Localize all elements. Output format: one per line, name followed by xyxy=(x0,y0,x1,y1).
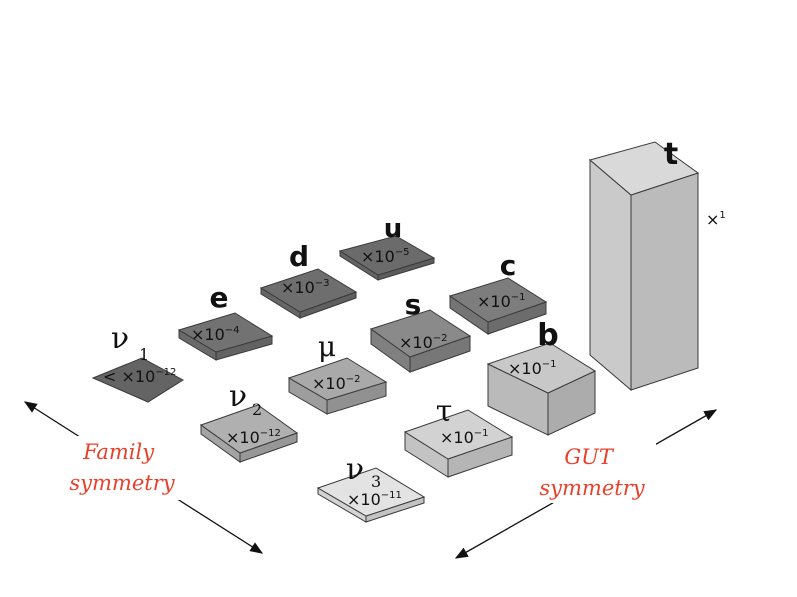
block-e: e ×10−4 xyxy=(177,281,274,361)
particle-label-subscript: 3 xyxy=(371,472,381,491)
mass-scale-label: ×10−1 xyxy=(508,359,557,378)
mass-scale-exponent: −2 xyxy=(433,333,448,344)
particle-label: c xyxy=(500,249,517,282)
particle-label-subscript: 1 xyxy=(139,345,149,364)
block-s: s ×10−2 xyxy=(369,288,472,373)
particle-label-subscript: 2 xyxy=(252,400,262,419)
particle-label: e xyxy=(210,281,229,314)
particle-label: b xyxy=(537,318,558,353)
gut-label-backdrop xyxy=(528,441,656,503)
family-symmetry-line1: Family xyxy=(82,440,155,464)
mass-scale-label: ×10−12 xyxy=(226,428,281,447)
particle-label: τ xyxy=(436,394,453,429)
mass-scale-exponent: −11 xyxy=(381,490,402,501)
particle-label: ν xyxy=(346,452,364,487)
mass-scale-label: ×10−5 xyxy=(361,247,410,266)
mass-scale-label: ×10−4 xyxy=(191,325,240,344)
particle-label: u xyxy=(384,214,403,244)
mass-scale-exponent: −1 xyxy=(542,359,557,370)
family-symmetry-line2: symmetry xyxy=(69,471,175,495)
mass-scale-label: ×10−1 xyxy=(440,428,489,447)
block-top xyxy=(259,268,358,313)
gut-symmetry-line1: GUT xyxy=(564,445,614,469)
fermion-blocks: t ×1 u ×10−5 d ×10−3 c ×10−1 e ×10−4 s ×10−2 b ×10−1 ν… xyxy=(91,137,726,523)
mass-scale-exponent: −1 xyxy=(474,428,489,439)
block-t: t ×1 xyxy=(588,137,726,392)
block-top xyxy=(448,277,548,323)
mass-scale-label: ×1 xyxy=(706,210,726,229)
particle-label: d xyxy=(289,240,309,273)
mass-scale-label: ×10−3 xyxy=(281,278,330,297)
mass-scale-label: ×10−11 xyxy=(347,490,402,509)
mass-scale-label: ×10−2 xyxy=(312,374,361,393)
mass-scale-exponent: −3 xyxy=(315,278,330,289)
mass-scale-exponent: −5 xyxy=(395,247,410,258)
gut-symmetry-line2: symmetry xyxy=(539,476,645,500)
gut-symmetry-label: GUT symmetry xyxy=(539,445,645,500)
block-top xyxy=(403,409,514,460)
mass-scale-label: ×10−2 xyxy=(399,333,448,352)
block-top xyxy=(177,312,274,353)
mass-scale-exponent: −2 xyxy=(346,374,361,385)
family-symmetry-label: Family symmetry xyxy=(69,440,175,495)
particle-label: ν xyxy=(229,379,247,414)
block-side-right xyxy=(630,172,699,391)
particle-label: ν xyxy=(111,321,129,356)
block-tau: τ×10−1 xyxy=(403,394,514,478)
block-u: u ×10−5 xyxy=(338,214,436,281)
block-mu: μ ×10−2 xyxy=(287,330,388,415)
particle-label: μ xyxy=(318,330,336,363)
block-side-left xyxy=(589,158,632,392)
mass-scale-exponent: −1 xyxy=(511,292,526,303)
mass-scale-label: < ×10−12 xyxy=(103,367,176,386)
mass-scale-exponent: −12 xyxy=(155,367,176,378)
block-top xyxy=(91,357,184,403)
block-top xyxy=(287,357,388,401)
block-top xyxy=(588,141,700,196)
block-top xyxy=(199,404,299,454)
block-top xyxy=(338,235,436,276)
particle-label: s xyxy=(405,288,422,321)
mass-scale-exponent: −4 xyxy=(225,325,240,336)
mass-scale-exponent: 1 xyxy=(719,210,725,221)
block-b: b ×10−1 xyxy=(486,318,597,436)
mass-scale-label: ×10−1 xyxy=(477,292,526,311)
block-top xyxy=(369,309,472,358)
block-top xyxy=(486,342,597,394)
particle-label: t xyxy=(664,137,678,172)
block-c: c ×10−1 xyxy=(448,249,548,335)
mass-scale-exponent: −12 xyxy=(260,428,281,439)
family-label-backdrop xyxy=(58,436,186,500)
block-top xyxy=(316,467,426,517)
block-d: d ×10−3 xyxy=(259,240,358,319)
